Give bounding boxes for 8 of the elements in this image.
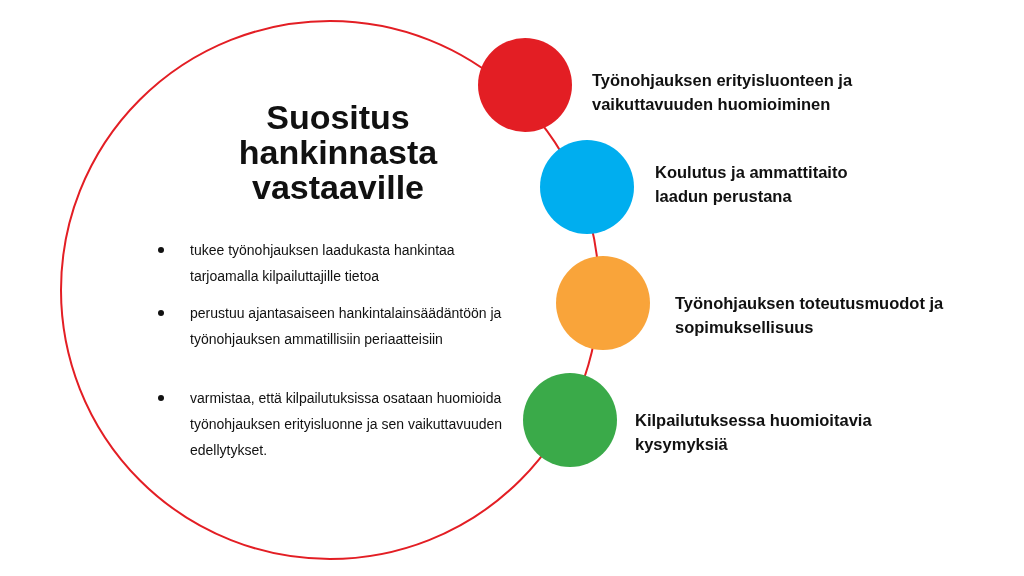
circle-caption: Kilpailutuksessa huomioitavia kysymyksiä [635, 410, 873, 455]
circle-caption: Työnohjauksen toteutusmuodot ja sopimuksellisuus [675, 293, 945, 338]
title: Suositus hankinnasta vastaaville [237, 100, 439, 205]
circle-caption: Työnohjauksen erityisluonteen ja vaikuttavuuden huomioiminen [592, 70, 854, 115]
bullet-text: tukee työnohjauksen laadukasta hankintaa tarjoamalla kilpailuttajille tietoa [190, 241, 456, 286]
bullet-text: varmistaa, että kilpailutuksissa osataan huomioida työnohjauksen erityisluonne ja sen vaikuttavuuden edellytykset. [190, 389, 504, 460]
bullet-text: perustuu ajantasaiseen hankintalainsäädäntöön ja työnohjauksen ammatillisiin periaatteisiin [190, 304, 503, 349]
circle-caption: Koulutus ja ammattitaito laadun perustana [655, 162, 849, 207]
